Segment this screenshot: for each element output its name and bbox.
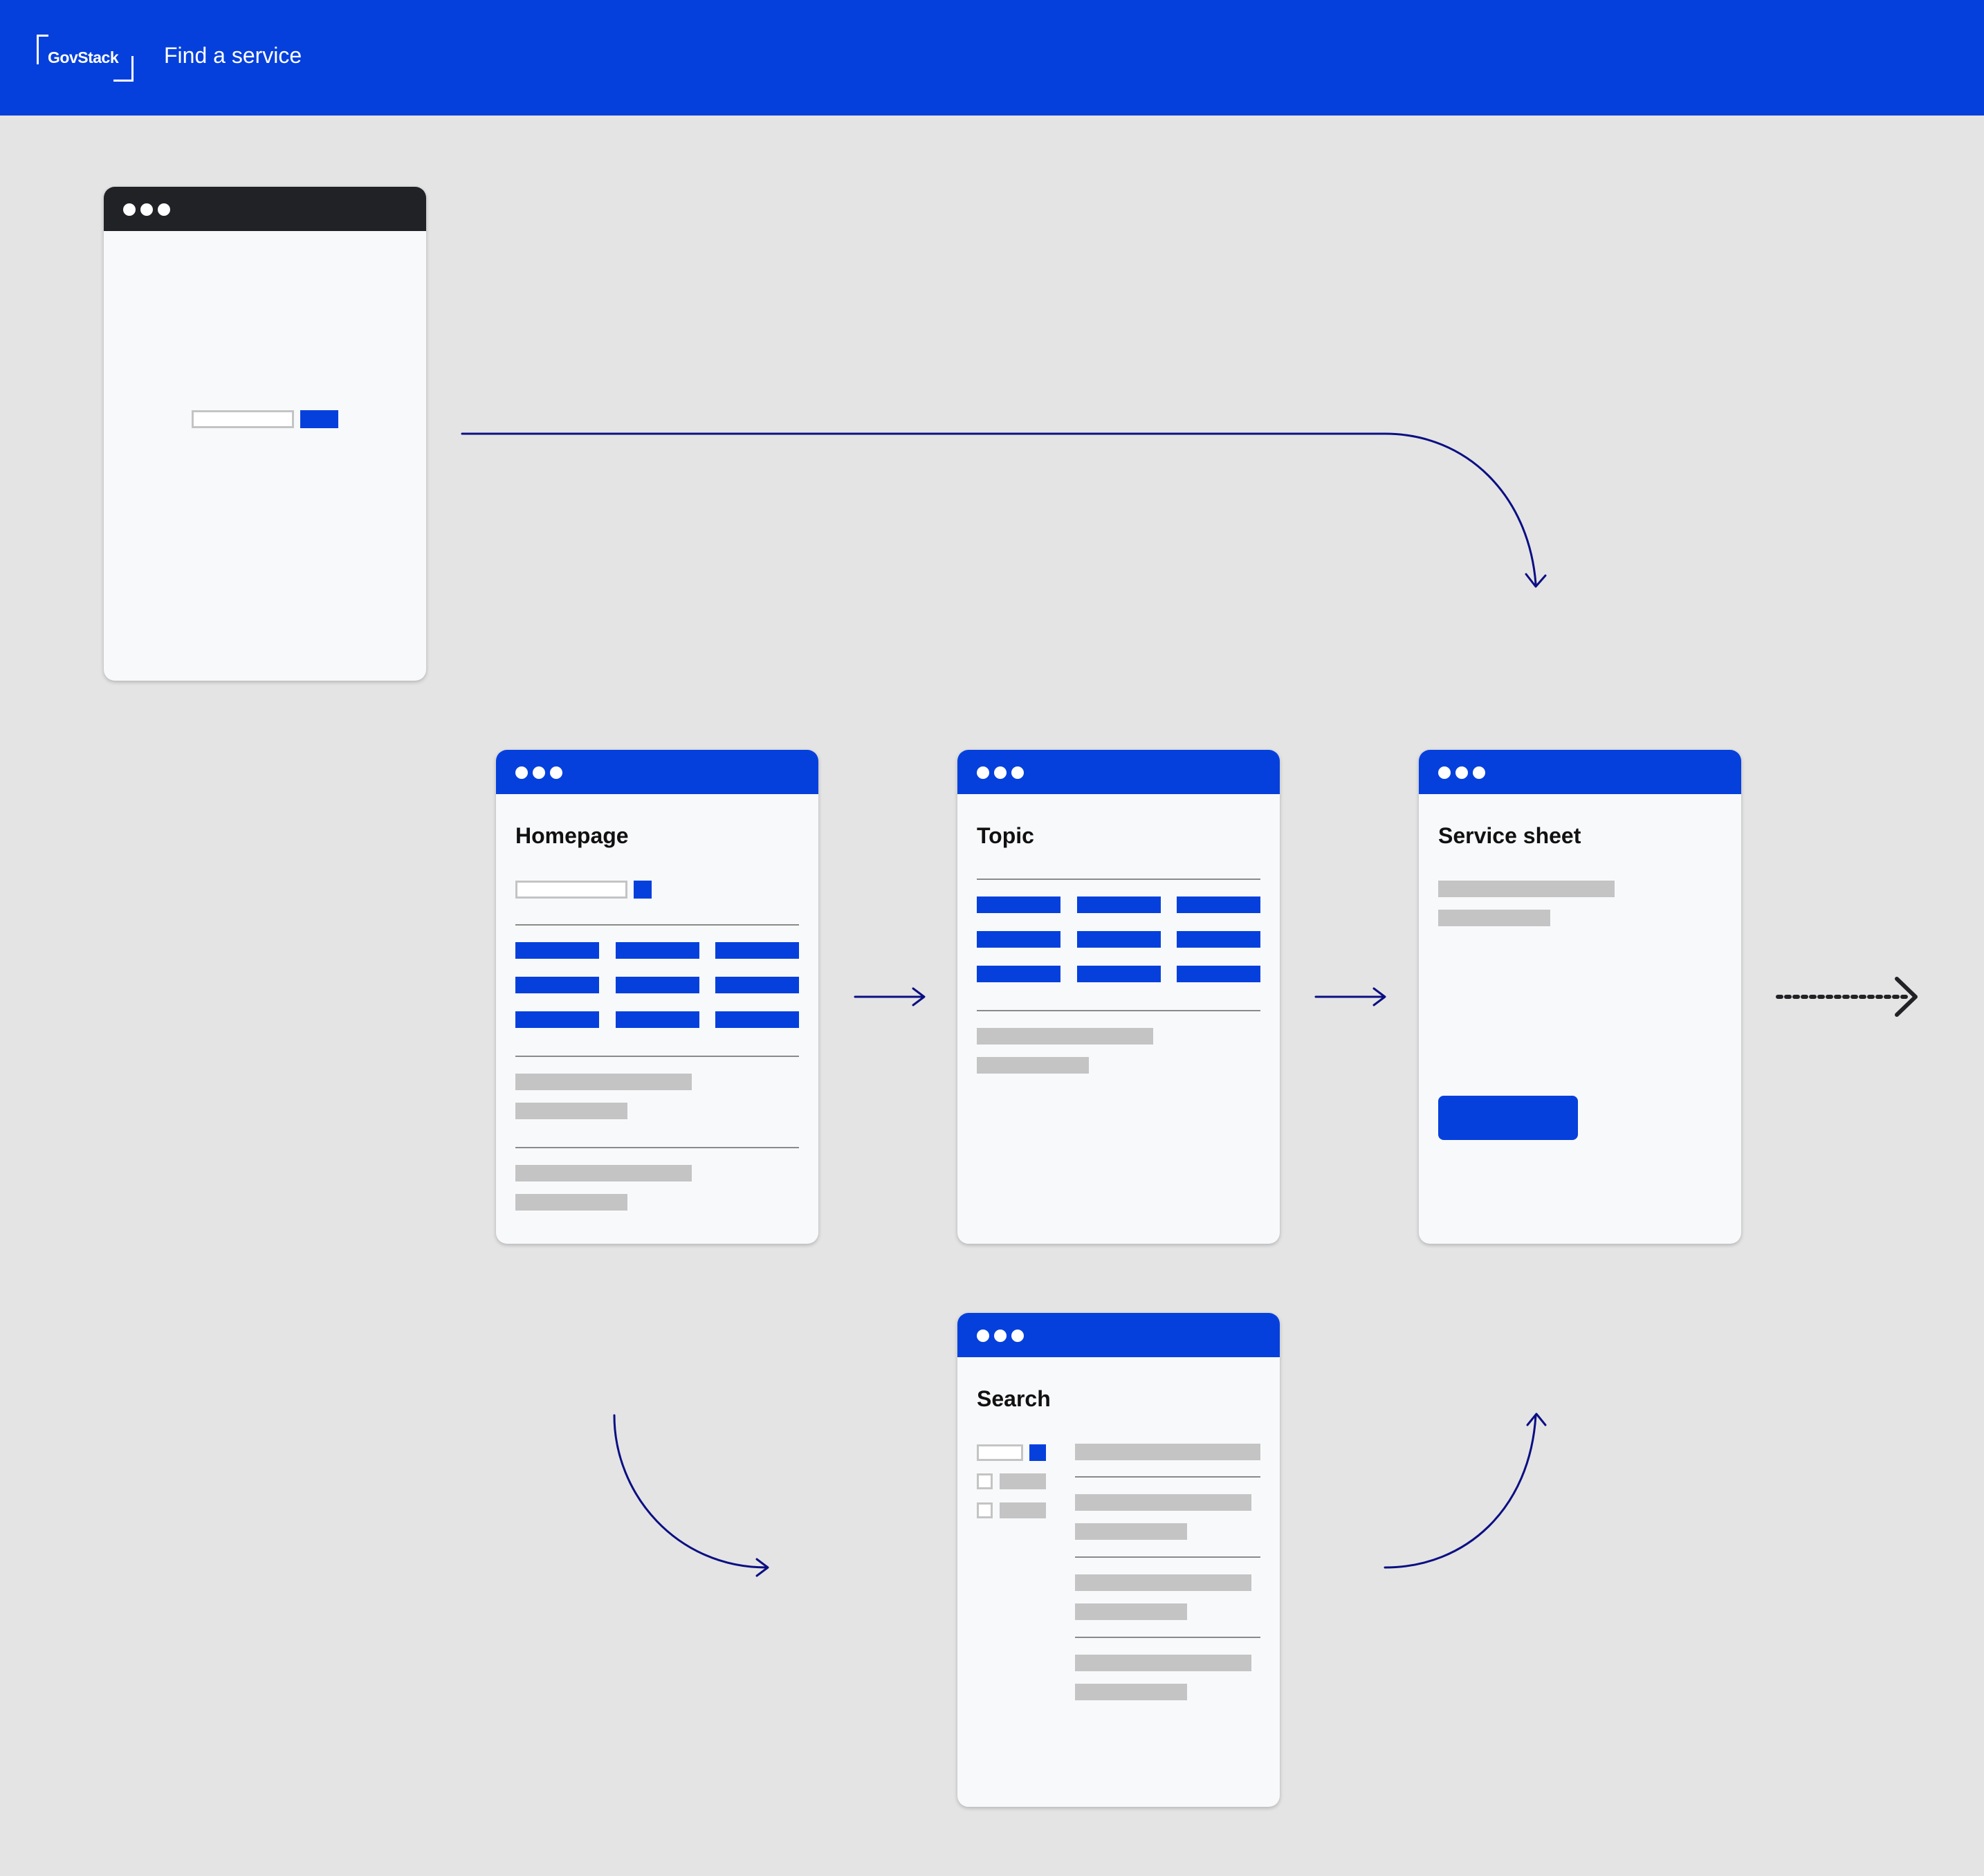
result-line-placeholder (1075, 1603, 1187, 1620)
topic-link-placeholder (616, 1011, 699, 1028)
result-line-placeholder (1075, 1494, 1251, 1511)
search-button-placeholder (300, 410, 338, 428)
window-title-bar (104, 187, 426, 231)
topic-link-placeholder (616, 942, 699, 959)
window-title-bar (1419, 750, 1741, 794)
topic-link-placeholder (715, 1011, 799, 1028)
window-dot (994, 1330, 1007, 1342)
topic-link-placeholder (616, 977, 699, 993)
filter-checkbox-placeholder (977, 1473, 993, 1489)
divider (515, 924, 799, 926)
window-dot (533, 766, 545, 779)
window-dot (1455, 766, 1468, 779)
text-line-placeholder (977, 1028, 1153, 1045)
window-dot (1438, 766, 1451, 779)
text-line-placeholder (977, 1057, 1089, 1074)
result-line-placeholder (1075, 1574, 1251, 1591)
window-title-bar (496, 750, 818, 794)
text-line-placeholder (1438, 881, 1615, 897)
govstack-logo[interactable]: GovStack (37, 35, 134, 82)
text-line-placeholder (515, 1103, 627, 1119)
topic-link-placeholder (515, 1011, 599, 1028)
window-dot (1473, 766, 1485, 779)
arrow-browser-to-service-sheet (461, 432, 1537, 585)
subtopic-link-placeholder (1077, 931, 1161, 948)
card-title: Topic (977, 823, 1034, 848)
subtopic-link-placeholder (1177, 896, 1260, 913)
app-header: GovStack Find a service (0, 0, 1984, 116)
search-input-placeholder (192, 410, 294, 428)
text-line-placeholder (515, 1074, 692, 1090)
divider (1075, 1476, 1260, 1478)
filter-label-placeholder (1000, 1502, 1046, 1518)
result-line-placeholder (1075, 1655, 1251, 1671)
divider (515, 1147, 799, 1148)
search-input-placeholder (515, 881, 627, 899)
window-dot (123, 203, 136, 216)
topic-link-placeholder (515, 942, 599, 959)
divider (515, 1056, 799, 1057)
start-service-button-placeholder (1438, 1096, 1578, 1140)
window-title-bar (957, 1313, 1280, 1357)
text-line-placeholder (515, 1194, 627, 1211)
homepage-card[interactable]: Homepage (496, 750, 818, 1244)
window-dot (140, 203, 153, 216)
text-line-placeholder (1438, 910, 1550, 926)
divider (977, 879, 1260, 880)
search-button-placeholder (634, 881, 652, 899)
search-input-placeholder (977, 1444, 1023, 1461)
result-line-placeholder (1075, 1523, 1187, 1540)
topic-link-placeholder (715, 942, 799, 959)
arrow-search-to-service-sheet (1384, 1414, 1537, 1569)
window-dot (977, 1330, 989, 1342)
window-dot (550, 766, 562, 779)
arrowhead-continuation (1895, 977, 1918, 1017)
window-dot (1011, 766, 1024, 779)
result-line-placeholder (1075, 1444, 1260, 1460)
window-dot (977, 766, 989, 779)
search-button-placeholder (1029, 1444, 1046, 1461)
filter-checkbox-placeholder (977, 1502, 993, 1518)
search-results-card[interactable]: Search (957, 1313, 1280, 1807)
logo-bracket-top-left (37, 35, 48, 64)
subtopic-link-placeholder (977, 931, 1060, 948)
subtopic-link-placeholder (1077, 966, 1161, 982)
divider (977, 1010, 1260, 1011)
card-title: Homepage (515, 823, 629, 848)
arrowhead-right-1 (912, 987, 926, 1006)
logo-bracket-bottom-right (113, 56, 134, 82)
subtopic-link-placeholder (1177, 931, 1260, 948)
window-dot (158, 203, 170, 216)
subtopic-link-placeholder (977, 896, 1060, 913)
topic-card[interactable]: Topic (957, 750, 1280, 1244)
window-dot (994, 766, 1007, 779)
subtopic-link-placeholder (1077, 896, 1161, 913)
arrowhead-down (1525, 573, 1547, 588)
topic-link-placeholder (715, 977, 799, 993)
divider (1075, 1556, 1260, 1558)
arrowhead-right-2 (1372, 987, 1386, 1006)
text-line-placeholder (515, 1165, 692, 1181)
logo-text: GovStack (48, 48, 119, 66)
result-line-placeholder (1075, 1684, 1187, 1700)
window-title-bar (957, 750, 1280, 794)
header-title: Find a service (164, 43, 302, 68)
window-dot (1011, 1330, 1024, 1342)
browser-window-card[interactable] (104, 187, 426, 681)
subtopic-link-placeholder (977, 966, 1060, 982)
divider (1075, 1637, 1260, 1638)
service-sheet-card[interactable]: Service sheet (1419, 750, 1741, 1244)
arrowhead-up (1526, 1413, 1547, 1426)
card-title: Search (977, 1386, 1051, 1411)
filter-label-placeholder (1000, 1473, 1046, 1489)
arrowhead-right-3 (755, 1558, 769, 1577)
card-title: Service sheet (1438, 823, 1581, 848)
arrow-homepage-to-search (613, 1414, 768, 1569)
topic-link-placeholder (515, 977, 599, 993)
window-dot (515, 766, 528, 779)
subtopic-link-placeholder (1177, 966, 1260, 982)
